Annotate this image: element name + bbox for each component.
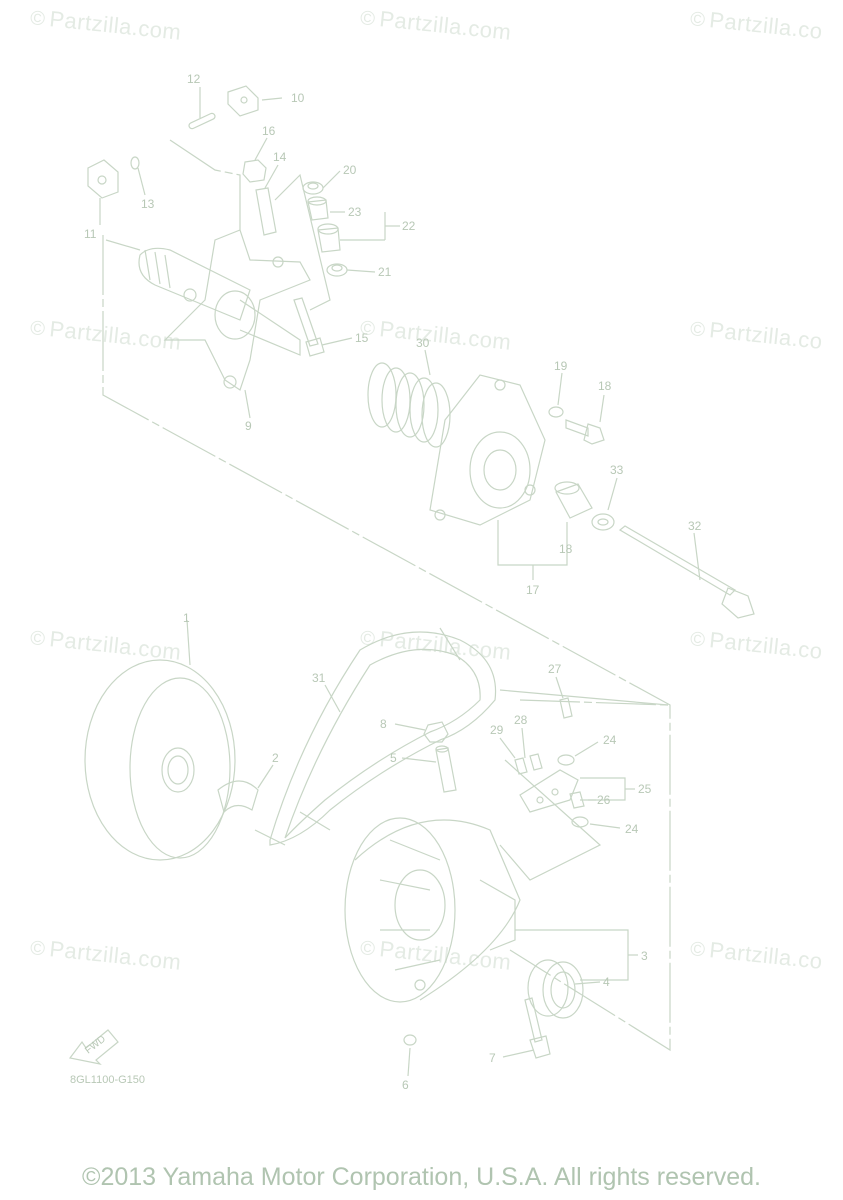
- callout: 12: [187, 72, 201, 86]
- bolt-27: [559, 697, 573, 719]
- callout: 26: [597, 793, 611, 807]
- callout: 28: [514, 713, 528, 727]
- callout: 22: [402, 219, 416, 233]
- washer-33: [591, 513, 615, 531]
- plug-6: [403, 1034, 417, 1046]
- callout: 4: [603, 975, 610, 989]
- callout: 6: [402, 1078, 409, 1092]
- pin-12: [188, 112, 216, 130]
- assembly-frame-lines: [102, 139, 671, 1052]
- callout: 8: [380, 717, 387, 731]
- fwd-arrow-icon: FWD: [68, 1029, 119, 1065]
- callout: 18: [559, 542, 573, 556]
- bolt-32: [618, 525, 755, 619]
- washer-21-top: [302, 181, 324, 195]
- callout: 3: [641, 949, 648, 963]
- callout: 7: [489, 1051, 496, 1065]
- callout: 5: [390, 751, 397, 765]
- diagram-code: 8GL1100-G150: [70, 1074, 146, 1086]
- callout: 33: [610, 463, 624, 477]
- weight-10: [227, 85, 259, 117]
- cap-17: [429, 374, 546, 526]
- collar-5: [435, 745, 457, 793]
- washer-24-top: [557, 754, 575, 766]
- sliding-sheave-3: [344, 817, 521, 1003]
- washer-24-bottom: [571, 816, 589, 828]
- callout: 10: [291, 91, 305, 105]
- callout: 29: [490, 723, 504, 737]
- frame-line: [274, 173, 331, 311]
- callout: 16: [262, 124, 276, 138]
- slider-25: [519, 769, 579, 813]
- bolt-15: [293, 297, 325, 357]
- nut-16: [242, 159, 267, 183]
- bolts-28-29: [514, 753, 543, 775]
- bushing-23: [307, 196, 329, 221]
- leader-lines: [99, 87, 701, 1077]
- spring-30: [367, 362, 451, 448]
- bolt-7: [524, 997, 551, 1059]
- oring-13: [130, 156, 140, 170]
- bushing-26: [569, 791, 585, 809]
- callout: 20: [343, 163, 357, 177]
- frame-line: [499, 689, 669, 706]
- callout: 13: [141, 197, 155, 211]
- callout: 15: [355, 331, 369, 345]
- bushing-4: [527, 959, 584, 1019]
- callout: 25: [638, 782, 652, 796]
- bushing-22: [317, 223, 341, 253]
- callout: 21: [378, 265, 392, 279]
- collar-14: [255, 187, 277, 236]
- bushing-18: [554, 481, 593, 519]
- callout: 1: [183, 611, 190, 625]
- callout: 24: [603, 733, 617, 747]
- callout: 17: [526, 583, 540, 597]
- callout: 14: [273, 150, 287, 164]
- callout-labels: 12 10 11 13 16 14 20 23 22 21 15 9 30 19…: [84, 72, 702, 1092]
- callout: 19: [554, 359, 568, 373]
- callout: 18: [598, 379, 612, 393]
- bushing-2: [217, 780, 259, 814]
- washer-20: [548, 406, 564, 418]
- callout: 31: [312, 671, 326, 685]
- callout: 11: [84, 227, 97, 241]
- nut-8: [423, 721, 449, 743]
- weight-11: [87, 159, 119, 199]
- bolt-19: [565, 419, 605, 445]
- callout: 32: [688, 519, 702, 533]
- fixed-sheave-spider-9: [138, 229, 311, 391]
- drive-belt-31: [254, 627, 497, 846]
- callout: 30: [416, 336, 430, 350]
- callout: 9: [245, 419, 252, 433]
- movable-sheave-1: [84, 659, 236, 861]
- callout: 27: [548, 662, 562, 676]
- washer-21-bottom: [326, 263, 348, 277]
- frame-line: [499, 759, 602, 881]
- copyright-notice: ©2013 Yamaha Motor Corporation, U.S.A. A…: [82, 1163, 761, 1191]
- callout: 24: [625, 822, 639, 836]
- callout: 23: [348, 205, 362, 219]
- callout: 2: [272, 751, 279, 765]
